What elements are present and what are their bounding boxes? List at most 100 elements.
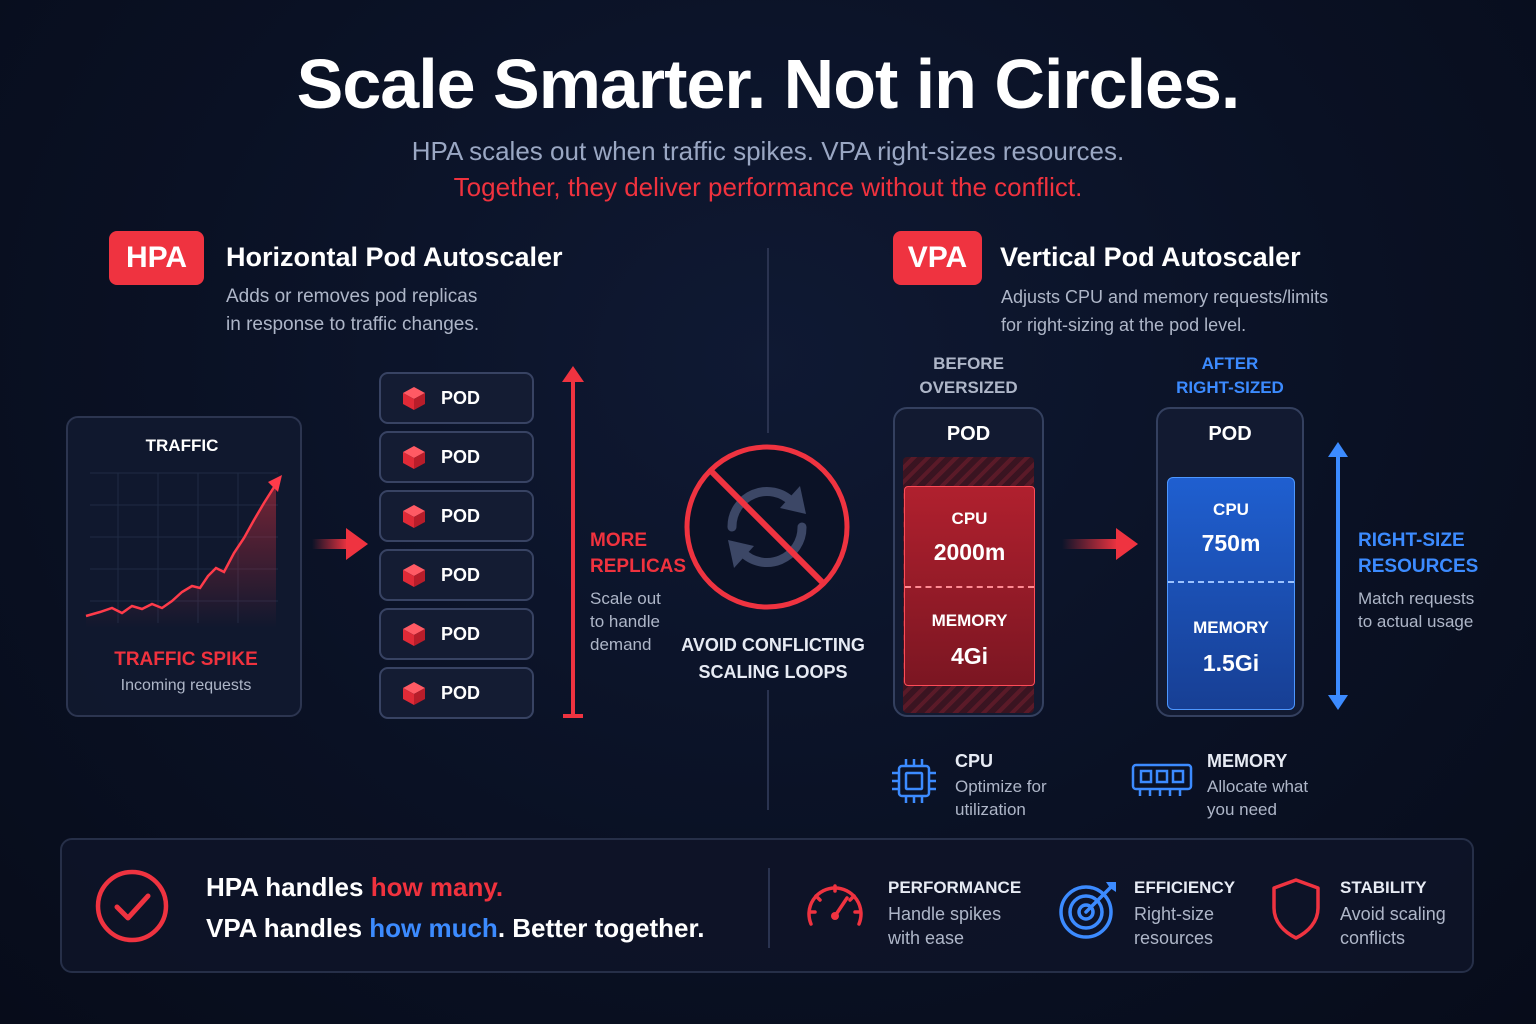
resize-arrow-icon <box>1328 442 1348 710</box>
more-replicas-label: MORE REPLICAS <box>590 528 686 580</box>
after-mem-label: MEMORY <box>1193 618 1269 637</box>
after-pod-card: POD CPU 750m MEMORY 1.5Gi <box>1156 407 1304 717</box>
after-resource-block: CPU 750m MEMORY 1.5Gi <box>1167 477 1295 710</box>
subtitle-line-1: HPA scales out when traffic spikes. VPA … <box>411 136 1125 166</box>
hpa-pod-3: POD <box>379 490 534 542</box>
summary-divider <box>768 868 770 948</box>
before-pod-card: POD CPU 2000m MEMORY 4Gi <box>893 407 1044 717</box>
hpa-tag: HPA <box>109 231 204 285</box>
feature-stability: STABILITY Avoid scaling conflicts <box>1340 878 1446 950</box>
summary-bar: HPA handles how many. VPA handles how mu… <box>60 838 1474 973</box>
memory-icon <box>1131 763 1193 796</box>
traffic-label: TRAFFIC <box>145 436 219 455</box>
before-mem-value: 4Gi <box>950 643 989 669</box>
hpa-desc-line-2: in response to traffic changes. <box>226 314 480 335</box>
speedometer-icon <box>807 884 863 926</box>
right-size-desc-line-2: to actual usage <box>1358 612 1474 631</box>
memory-feature-desc-2: you need <box>1207 800 1277 819</box>
hpa-desc-line-1: Adds or removes pod replicas <box>226 286 478 307</box>
center-divider-top <box>767 248 769 433</box>
check-circle-icon <box>95 869 169 943</box>
hpa-description: Adds or removes pod replicas in response… <box>226 283 586 339</box>
traffic-spike-label: TRAFFIC SPIKE <box>114 649 258 670</box>
after-label-line-1: AFTER <box>1201 354 1259 373</box>
traffic-spike-chart <box>85 472 282 628</box>
stability-desc-2: conflicts <box>1340 928 1406 948</box>
target-icon <box>1059 882 1116 939</box>
replicas-desc-line-3: demand <box>590 635 652 654</box>
hpa-pod-4: POD <box>379 549 534 601</box>
cube-icon <box>403 564 425 587</box>
arrow-right-icon <box>312 528 368 560</box>
right-size-desc-line-1: Match requests <box>1358 589 1475 608</box>
cpu-feature-desc-2: utilization <box>955 800 1026 819</box>
pod-label: POD <box>441 446 481 467</box>
vpa-desc-line-1: Adjusts CPU and memory requests/limits <box>1001 287 1329 307</box>
cpu-feature: CPU Optimize for utilization <box>955 751 1047 821</box>
replicas-desc-line-1: Scale out <box>590 589 661 608</box>
summary-line-2-c: . Better together. <box>497 913 705 943</box>
after-cpu-label: CPU <box>1213 500 1249 519</box>
vpa-title: Vertical Pod Autoscaler <box>1000 242 1301 272</box>
cube-icon <box>403 505 425 528</box>
summary-line-2-a: VPA handles <box>206 913 370 943</box>
right-size-label: RIGHT-SIZE RESOURCES <box>1358 528 1478 580</box>
before-mem-label: MEMORY <box>931 611 1008 630</box>
hpa-pod-5: POD <box>379 608 534 660</box>
memory-feature-desc-1: Allocate what <box>1207 777 1309 796</box>
stability-desc-1: Avoid scaling <box>1340 904 1446 924</box>
vpa-desc-line-2: for right-sizing at the pod level. <box>1001 315 1247 335</box>
performance-desc-2: with ease <box>888 928 965 948</box>
pod-label: POD <box>441 682 481 703</box>
cube-icon <box>403 446 425 469</box>
vpa-description: Adjusts CPU and memory requests/limits f… <box>1001 283 1421 339</box>
hpa-pod-6: POD <box>379 667 534 719</box>
stability-title: STABILITY <box>1340 878 1427 897</box>
performance-title: PERFORMANCE <box>888 878 1022 897</box>
summary-line-2: VPA handles how much. Better together. <box>206 913 704 944</box>
page-title: Scale Smarter. Not in Circles. <box>296 45 1241 123</box>
before-pod-label: POD <box>946 423 991 445</box>
pod-label: POD <box>441 564 481 585</box>
avoid-conflict-line-1: AVOID CONFLICTING <box>681 635 865 655</box>
after-mem-value: 1.5Gi <box>1202 650 1260 676</box>
more-replicas-desc: Scale out to handle demand <box>590 587 661 656</box>
pod-label: POD <box>441 623 481 644</box>
right-size-line-1: RIGHT-SIZE <box>1358 530 1465 551</box>
vpa-tag: VPA <box>893 231 982 285</box>
cpu-feature-desc-1: Optimize for <box>955 777 1047 796</box>
summary-how-many: how many. <box>370 872 504 902</box>
performance-desc-1: Handle spikes <box>888 904 1002 924</box>
before-resource-block: CPU 2000m MEMORY 4Gi <box>904 486 1035 686</box>
memory-feature-title: MEMORY <box>1207 751 1288 771</box>
efficiency-desc-2: resources <box>1134 928 1214 948</box>
summary-line-1-a: HPA handles <box>206 872 371 902</box>
more-replicas-line-2: REPLICAS <box>590 556 687 577</box>
more-replicas-line-1: MORE <box>590 530 647 551</box>
pod-label: POD <box>441 505 481 526</box>
shield-icon <box>1272 878 1320 940</box>
traffic-card: TRAFFIC TRAFFIC SPIKE Incoming requests <box>66 416 302 717</box>
cpu-chip-icon <box>892 759 936 803</box>
after-label: AFTER RIGHT-SIZED <box>1156 352 1304 400</box>
subtitle-line-2: Together, they deliver performance witho… <box>453 172 1083 202</box>
efficiency-title: EFFICIENCY <box>1134 878 1236 897</box>
replicas-desc-line-2: to handle <box>590 612 660 631</box>
after-divider <box>1168 581 1294 583</box>
hpa-pod-2: POD <box>379 431 534 483</box>
before-cpu-label: CPU <box>951 509 988 528</box>
cpu-feature-title: CPU <box>955 751 994 771</box>
cube-icon <box>403 682 425 705</box>
right-size-desc: Match requests to actual usage <box>1358 587 1474 633</box>
memory-feature: MEMORY Allocate what you need <box>1207 751 1308 821</box>
center-divider-bottom <box>767 690 769 810</box>
arrow-right-icon <box>1062 528 1138 560</box>
traffic-spike-sub: Incoming requests <box>120 677 252 694</box>
no-loop-icon <box>684 444 850 610</box>
right-size-line-2: RESOURCES <box>1358 556 1479 577</box>
cube-icon <box>403 623 425 646</box>
scale-up-arrow-icon <box>562 366 584 718</box>
before-label-line-1: BEFORE <box>933 354 1004 373</box>
before-divider <box>905 586 1034 588</box>
avoid-conflict-label: AVOID CONFLICTING SCALING LOOPS <box>660 632 886 686</box>
